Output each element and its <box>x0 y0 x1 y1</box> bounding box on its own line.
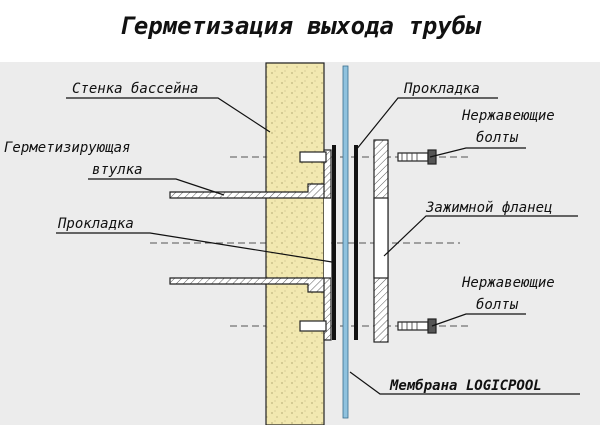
leader-membrane <box>349 371 580 395</box>
label-pool-wall: Стенка бассейна <box>72 81 198 97</box>
label-sealing-sleeve-1: Герметизирующая <box>4 140 130 156</box>
label-gasket-top: Прокладка <box>403 81 480 97</box>
clamping-flange-bore <box>373 197 389 279</box>
stud-bottom <box>299 320 327 332</box>
membrane-logicpool <box>342 65 349 419</box>
label-membrane: Мембрана LOGICPOOL <box>389 378 542 394</box>
leader-pool-wall <box>66 97 271 133</box>
leader-bolts-top <box>429 147 526 158</box>
stud-top <box>299 151 327 163</box>
gasket-inner <box>332 145 336 340</box>
gasket-outer <box>354 145 358 340</box>
leader-gasket-top <box>355 97 498 151</box>
label-bolts-top-2: болты <box>476 130 519 146</box>
diagram-title: Герметизация выхода трубы <box>119 12 482 40</box>
label-bolts-bottom-1: Нержавеющие <box>461 275 555 291</box>
leader-bolts-bottom <box>431 313 526 327</box>
bolt-top-shank <box>397 152 429 162</box>
leader-clamping-flange <box>383 215 578 257</box>
bolt-bottom-shank <box>397 321 429 331</box>
label-bolts-bottom-2: болты <box>476 297 519 313</box>
label-bolts-top-1: Нержавеющие <box>461 108 555 124</box>
pool-wall <box>265 62 325 425</box>
label-clamping-flange: Зажимной фланец <box>425 200 552 216</box>
sleeve-bore <box>324 198 331 278</box>
label-sealing-sleeve-2: втулка <box>92 162 143 178</box>
leader-sealing-sleeve <box>88 178 225 196</box>
leader-gasket-left <box>56 232 333 263</box>
label-gasket-left: Прокладка <box>57 216 134 232</box>
